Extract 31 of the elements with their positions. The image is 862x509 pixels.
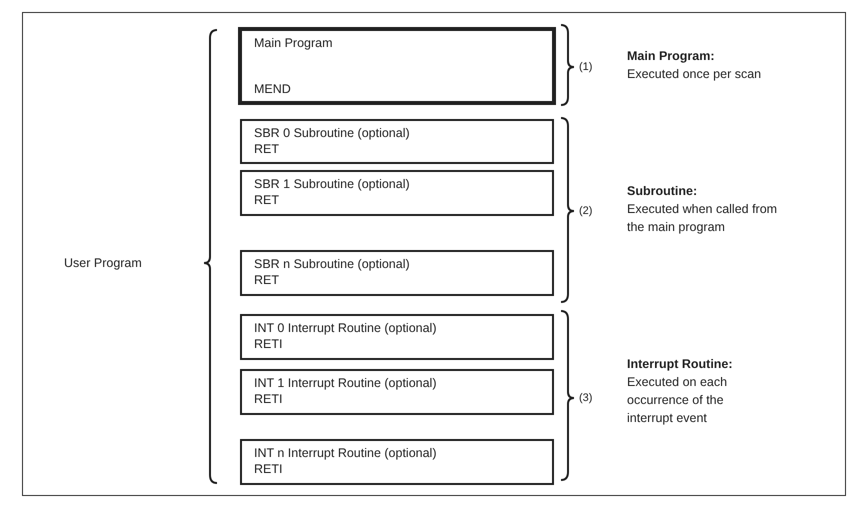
program-block bbox=[240, 119, 554, 164]
description-text: Executed once per scan bbox=[627, 66, 762, 83]
section-heading: Subroutine: bbox=[627, 183, 698, 200]
description-text: Executed when called from the main program bbox=[627, 201, 778, 236]
return-instruction: RET bbox=[254, 141, 280, 157]
return-instruction: RETI bbox=[254, 461, 284, 477]
return-instruction: RET bbox=[254, 192, 280, 208]
block-title: INT 1 Interrupt Routine (optional) bbox=[254, 375, 438, 391]
return-instruction: RET bbox=[254, 272, 280, 288]
return-instruction: RETI bbox=[254, 391, 284, 407]
block-title: INT n Interrupt Routine (optional) bbox=[254, 445, 438, 461]
group-label: User Program bbox=[64, 255, 143, 272]
callout-number: (3) bbox=[579, 391, 594, 406]
section-heading: Main Program: bbox=[627, 48, 716, 65]
block-title: Main Program bbox=[254, 35, 334, 51]
program-block bbox=[240, 439, 554, 485]
program-block bbox=[238, 27, 556, 105]
block-title: INT 0 Interrupt Routine (optional) bbox=[254, 320, 438, 336]
return-instruction: RETI bbox=[254, 336, 284, 352]
program-block bbox=[240, 314, 554, 360]
callout-number: (2) bbox=[579, 204, 594, 219]
block-title: SBR 0 Subroutine (optional) bbox=[254, 125, 411, 141]
description-text: Executed on each occurrence of the interrupt event bbox=[627, 374, 728, 427]
section-heading: Interrupt Routine: bbox=[627, 356, 734, 373]
block-title: SBR n Subroutine (optional) bbox=[254, 256, 411, 272]
program-block bbox=[240, 170, 554, 216]
return-instruction: MEND bbox=[254, 81, 292, 97]
program-block bbox=[240, 250, 554, 296]
callout-number: (1) bbox=[579, 60, 594, 75]
block-title: SBR 1 Subroutine (optional) bbox=[254, 176, 411, 192]
program-block bbox=[240, 369, 554, 415]
